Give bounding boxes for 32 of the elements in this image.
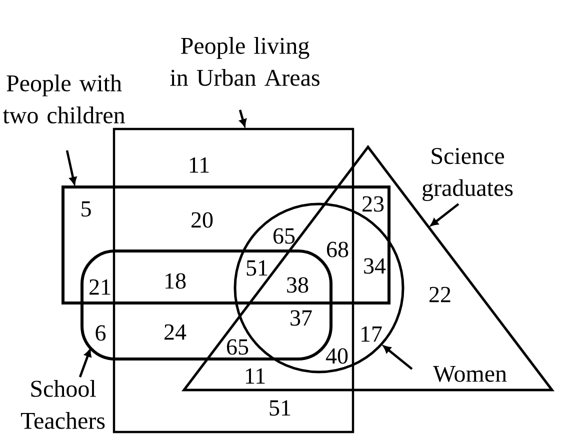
region-count: 38 <box>287 277 308 293</box>
set-label: People living in Urban Areas <box>170 37 320 86</box>
region-count: 40 <box>326 348 348 364</box>
arrow <box>78 349 92 378</box>
region-count: 24 <box>164 324 186 340</box>
region-count: 5 <box>82 201 91 217</box>
region-count: 68 <box>327 242 348 258</box>
region-count: 65 <box>227 339 248 355</box>
region-count: 11 <box>190 157 209 173</box>
venn-rectangle <box>112 128 354 434</box>
arrow <box>383 345 413 370</box>
region-count: 20 <box>192 212 213 228</box>
region-count: 18 <box>166 273 186 289</box>
arrow <box>430 203 460 226</box>
region-count: 11 <box>246 368 265 384</box>
region-count: 34 <box>364 258 386 274</box>
region-count: 23 <box>362 196 384 212</box>
region-count: 37 <box>290 310 312 326</box>
region-count: 51 <box>246 260 268 276</box>
set-label: Women <box>433 366 507 382</box>
region-count: 51 <box>270 400 290 416</box>
set-label: Science graduates <box>422 148 513 202</box>
venn-rectangle <box>62 186 390 304</box>
arrow <box>238 110 246 127</box>
arrow <box>66 150 77 185</box>
region-count: 17 <box>362 326 382 342</box>
region-count: 21 <box>90 279 110 295</box>
set-label: School Teachers <box>20 380 105 429</box>
region-count: 6 <box>96 325 106 341</box>
set-label: People with two children <box>2 74 125 124</box>
region-count: 22 <box>430 286 450 302</box>
region-count: 65 <box>274 228 295 244</box>
